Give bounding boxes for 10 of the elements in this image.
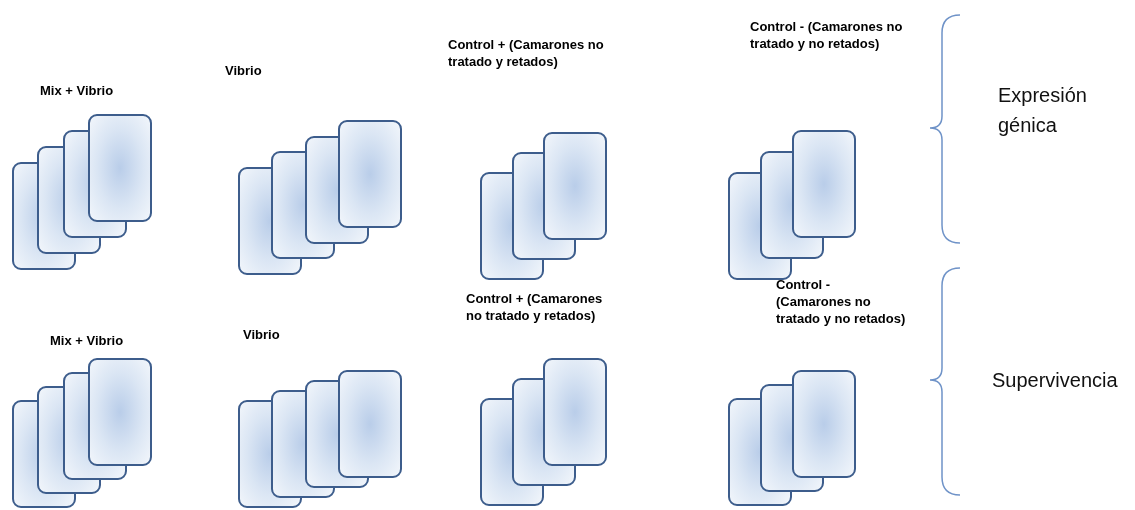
group-label: Control + (Camarones no tratado y retados) [448,36,605,70]
group-label: Control + (Camarones no tratado y retados) [466,290,604,324]
group-label: Mix + Vibrio [50,332,125,349]
section-label: Supervivencia [992,368,1119,393]
group-label: Vibrio [243,326,281,343]
group-label: Control - (Camarones no tratado y no retados) [776,276,906,327]
group-label: Vibrio [225,62,263,79]
section-label: Expresión génica [998,83,1088,138]
group-label: Mix + Vibrio [40,82,115,99]
group-label: Control - (Camarones no tratado y no retados) [750,18,904,52]
